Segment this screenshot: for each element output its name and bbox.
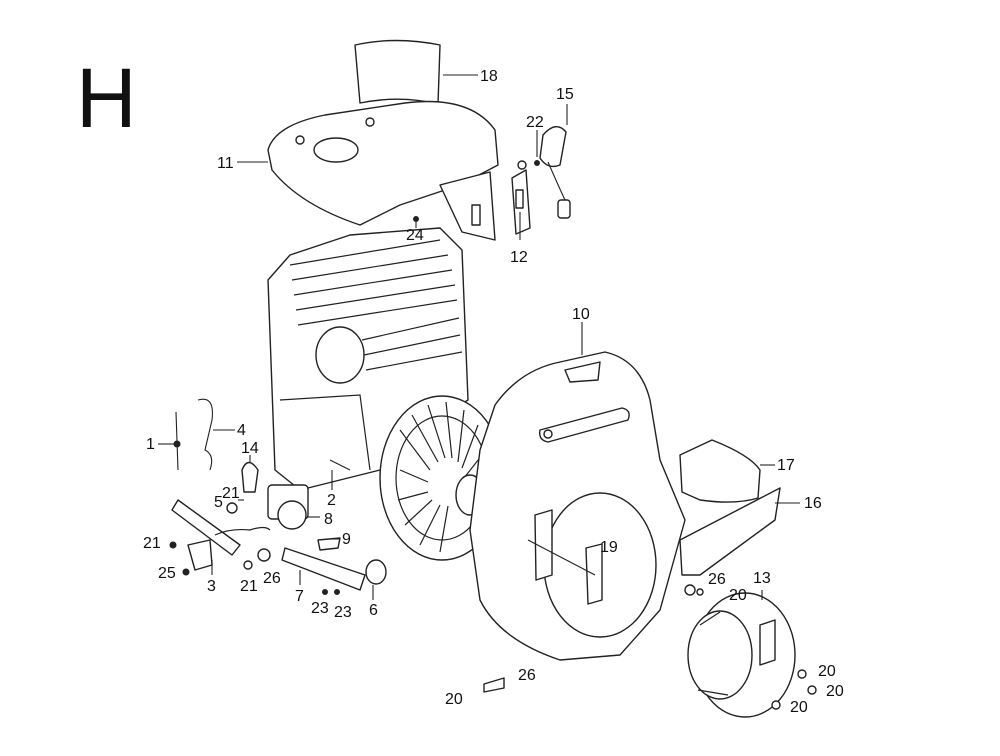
callout-12: 12	[510, 249, 528, 266]
part-4-spring-link	[197, 398, 213, 471]
callout-21c: 21	[240, 578, 258, 595]
part-10-blower-housing	[469, 351, 686, 661]
callout-22: 22	[526, 114, 544, 131]
cylinder-fins	[289, 239, 463, 371]
part-7-rod	[281, 547, 366, 591]
part-15-cap	[517, 126, 571, 219]
callout-26c: 26	[518, 667, 536, 684]
part-12-bracket	[511, 169, 531, 235]
governor-linkage-parts	[169, 216, 817, 710]
part-9-link	[317, 537, 341, 551]
part-16-plate	[679, 487, 781, 576]
callout-26b: 26	[708, 571, 726, 588]
callout-20d: 20	[826, 683, 844, 700]
callout-15: 15	[556, 86, 574, 103]
callout-5: 5	[214, 494, 223, 511]
part-17-plate	[679, 439, 761, 503]
callout-23b: 23	[334, 604, 352, 621]
part-6-knob	[365, 559, 387, 585]
callout-17: 17	[777, 457, 795, 474]
callout-4: 4	[237, 422, 246, 439]
section-letter: H	[76, 51, 137, 145]
callout-8: 8	[324, 511, 333, 528]
callout-20a: 20	[729, 587, 747, 604]
callout-18: 18	[480, 68, 498, 85]
callout-25: 25	[158, 565, 176, 582]
callout-labels: 18 11 15 22 12 24 10 1 4 14 2 21 5 8 9 2…	[143, 68, 844, 716]
callout-3: 3	[207, 578, 216, 595]
callout-21a: 21	[222, 485, 240, 502]
callout-10: 10	[572, 306, 590, 323]
callout-9: 9	[342, 531, 351, 548]
part-11-shroud	[267, 100, 499, 241]
callout-7: 7	[295, 588, 304, 605]
callout-20e: 20	[790, 699, 808, 716]
part-14-clip	[241, 461, 259, 493]
callout-1: 1	[146, 436, 155, 453]
leader-lines	[158, 74, 800, 600]
callout-20b: 20	[445, 691, 463, 708]
callout-24: 24	[406, 227, 424, 244]
callout-20c: 20	[818, 663, 836, 680]
part-2-screw	[329, 459, 351, 471]
callout-21b: 21	[143, 535, 161, 552]
callout-13: 13	[753, 570, 771, 587]
callout-19: 19	[600, 539, 618, 556]
part-spring	[214, 526, 271, 536]
callout-2: 2	[327, 492, 336, 509]
part-13-starter-cup	[687, 592, 796, 718]
part-18-plate	[354, 39, 441, 105]
callout-11: 11	[217, 155, 234, 172]
callout-14: 14	[241, 440, 259, 457]
callout-23a: 23	[311, 600, 329, 617]
callout-16: 16	[804, 495, 822, 512]
callout-26a: 26	[263, 570, 281, 587]
part-3-lever	[171, 499, 241, 556]
callout-6: 6	[369, 602, 378, 619]
